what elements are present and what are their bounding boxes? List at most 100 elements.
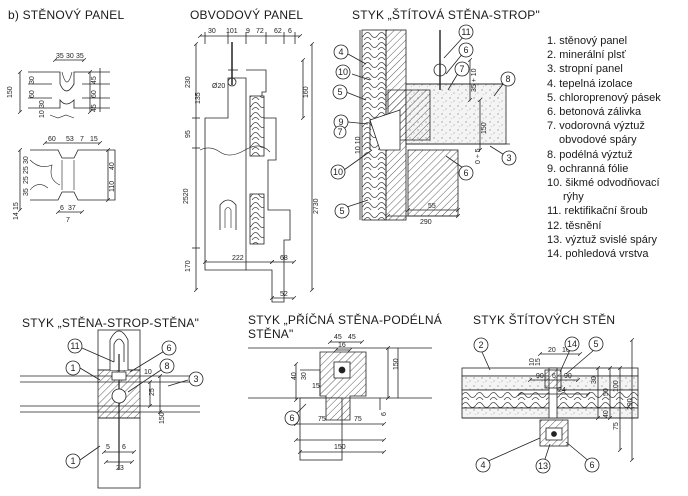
- callout: 8: [500, 71, 516, 87]
- dim-label: 160: [303, 86, 310, 98]
- dim-label: 35 + 10: [471, 68, 478, 92]
- dim-label: 10 10: [355, 136, 362, 154]
- dim-label: 40: [603, 410, 610, 418]
- svg-text:6: 6: [289, 413, 294, 423]
- heading-styk-pricna-podelna-1: STYK „PŘÍČNÁ STĚNA-PODÉLNÁ: [248, 313, 442, 327]
- dim-label: 7: [66, 217, 70, 224]
- svg-text:6: 6: [166, 343, 171, 353]
- legend-item: 14. pohledová vrstva: [547, 248, 649, 261]
- dim-label: 90: [564, 373, 572, 380]
- dim-label: 75: [318, 416, 326, 423]
- dim-label: 150: [334, 444, 346, 451]
- legend-item: 13. výztuž svislé spáry: [547, 233, 658, 246]
- callout: 11: [458, 24, 474, 40]
- dim-label: 95: [185, 130, 192, 138]
- svg-text:3: 3: [506, 153, 511, 163]
- svg-text:7: 7: [459, 64, 464, 74]
- dim-label: 30: [66, 53, 74, 60]
- styk-pricna-podelna-detail: [248, 342, 432, 461]
- svg-text:13: 13: [538, 461, 548, 471]
- svg-text:14: 14: [567, 339, 577, 349]
- styk-stena-strop-stena-detail: [20, 329, 200, 489]
- dim-label: 72: [256, 28, 264, 35]
- dim-label: 30: [208, 28, 216, 35]
- dim-label: 100: [613, 380, 620, 392]
- dim-label: 25: [23, 166, 30, 174]
- heading-styk-stena-strop-stena: STYK „STĚNA-STROP-STĚNA": [22, 316, 200, 330]
- dim-label: 290: [420, 219, 432, 226]
- dim-label: 6: [288, 28, 292, 35]
- dim-label: 16: [338, 342, 346, 349]
- svg-text:8: 8: [164, 361, 169, 371]
- dim-label: 6: [552, 373, 556, 380]
- dim-label: 20: [548, 347, 556, 354]
- dim-label: 68: [280, 255, 288, 262]
- dim-label: 30: [39, 100, 46, 108]
- svg-text:8: 8: [505, 74, 510, 84]
- dim-label: 2730: [313, 198, 320, 214]
- dim-label: 62: [274, 28, 282, 35]
- legend-item: 6. betonová zálivka: [547, 106, 642, 119]
- dim-label: 24: [558, 387, 566, 394]
- callout: 2: [473, 337, 489, 353]
- heading-stenovy-panel: b) STĚNOVÝ PANEL: [8, 8, 125, 22]
- dim-label: 150: [481, 122, 488, 134]
- dim-label: 110: [109, 181, 116, 192]
- dim-label: 60: [48, 136, 56, 143]
- legend-item: rýhy: [563, 191, 584, 204]
- legend-item: obvodové spáry: [559, 134, 637, 147]
- callout: 7: [454, 61, 470, 77]
- callout: 8: [159, 358, 175, 374]
- legend-item: 2. minerální plsť: [547, 49, 626, 62]
- dim-label: 35: [56, 53, 64, 60]
- dim-label: 170: [185, 260, 192, 272]
- callout: 6: [584, 457, 600, 473]
- dim-label: 150: [393, 358, 400, 370]
- dim-label: 25: [149, 388, 156, 396]
- callout: 5: [588, 336, 604, 352]
- stenovy-panel-section-a: [20, 60, 110, 119]
- legend-item: 8. podélná výztuž: [547, 148, 633, 161]
- dim-label: 9: [246, 28, 250, 35]
- legend-item: 11. rektifikační šroub: [547, 205, 648, 218]
- callout: 6: [284, 410, 300, 426]
- dim-label: 45: [348, 334, 356, 341]
- legend-item: 9. ochranná fólie: [547, 162, 629, 175]
- svg-text:3: 3: [193, 374, 198, 384]
- heading-obvodovy-panel: OBVODOVÝ PANEL: [190, 8, 304, 22]
- dim-label: 135: [195, 92, 202, 104]
- heading-styk-pricna-podelna-2: STĚNA": [248, 327, 294, 341]
- dim-label: 52: [280, 291, 288, 298]
- dim-label: 15: [90, 136, 98, 143]
- dim-label: 230: [185, 76, 192, 88]
- legend-item: 10. šikmé odvodňovací: [547, 177, 660, 190]
- dim-label: 6: [60, 205, 64, 212]
- svg-text:5: 5: [337, 87, 342, 97]
- callout: 4: [475, 457, 491, 473]
- svg-text:6: 6: [589, 460, 594, 470]
- legend: 1. stěnový panel 2. minerální plsť 3. st…: [547, 34, 661, 261]
- dim-label: 35: [23, 188, 30, 196]
- styk-stitovych-sten-detail: [461, 340, 639, 463]
- dim-label: 35: [76, 53, 84, 60]
- dim-label: 15: [13, 202, 20, 210]
- heading-styk-stitovych-sten: STYK ŠTÍTOVÝCH STĚN: [473, 313, 616, 327]
- dim-label: 30: [301, 372, 308, 380]
- dim-label: 0 ÷ 5: [475, 148, 482, 164]
- dim-label: 10: [144, 369, 152, 376]
- callout: 3: [188, 371, 204, 387]
- dim-label: 60: [91, 90, 98, 98]
- dim-label: 5: [106, 444, 110, 451]
- svg-text:5: 5: [339, 206, 344, 216]
- callout: 6: [458, 165, 474, 181]
- dim-label: 10: [39, 110, 46, 118]
- legend-item: 1. stěnový panel: [547, 35, 628, 47]
- dim-label: 75: [354, 416, 362, 423]
- dim-label: 55: [428, 203, 436, 210]
- dim-label: 50: [603, 388, 610, 396]
- svg-text:10: 10: [333, 167, 343, 177]
- dim-label: 150: [7, 86, 14, 98]
- callout: 1: [65, 360, 81, 376]
- dim-label: 10: [529, 358, 536, 366]
- svg-text:11: 11: [70, 341, 79, 351]
